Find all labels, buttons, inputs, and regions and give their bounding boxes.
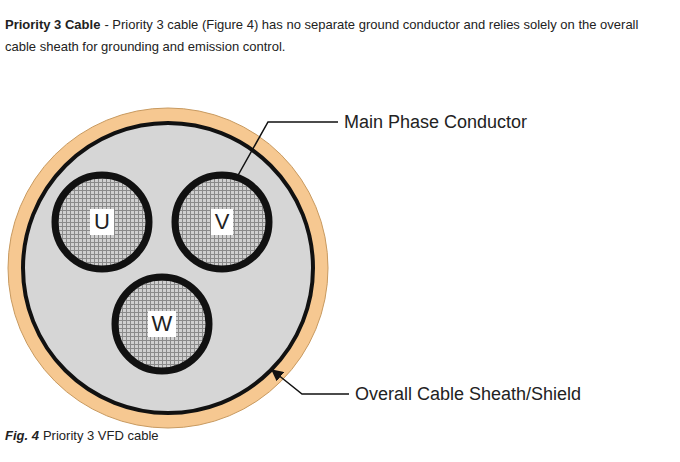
figure-caption-line: Fig. 4 Priority 3 VFD cable: [5, 427, 159, 445]
outer-jacket: [8, 108, 328, 428]
phase-conductor: W: [110, 272, 214, 376]
phase-label: U: [90, 209, 114, 235]
intro-text: - Priority 3 cable (Figure 4) has no sep…: [5, 17, 638, 54]
phase-label: W: [148, 311, 177, 337]
phase-conductor: V: [170, 170, 274, 274]
intro-paragraph: Priority 3 Cable- Priority 3 cable (Figu…: [5, 14, 670, 58]
phase-conductor: U: [50, 170, 154, 274]
leader-line: [232, 122, 338, 186]
intro-heading: Priority 3 Cable: [5, 17, 100, 32]
callout-label: Main Phase Conductor: [344, 110, 527, 134]
leader-line: [272, 370, 349, 394]
callout-label: Overall Cable Sheath/Shield: [355, 382, 581, 406]
figure-caption: Priority 3 VFD cable: [43, 428, 159, 443]
figure-number: Fig. 4: [5, 428, 39, 443]
cable-shield: [23, 123, 313, 413]
phase-label: V: [211, 209, 234, 235]
